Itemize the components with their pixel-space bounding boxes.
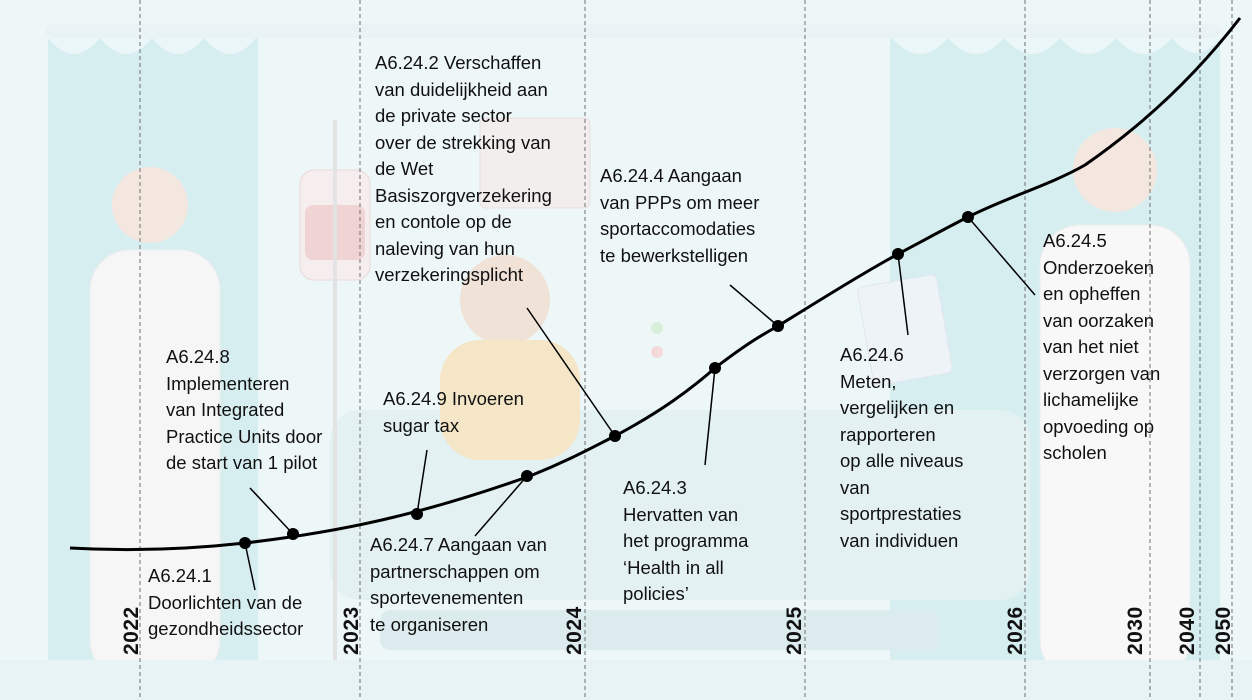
year-label-2022: 2022: [120, 606, 143, 655]
year-label-2040: 2040: [1176, 606, 1199, 655]
milestone-dot: [709, 362, 721, 374]
doctor-head: [1073, 128, 1157, 212]
milestone-dot: [521, 470, 533, 482]
milestone-dot: [239, 537, 251, 549]
year-label-2025: 2025: [783, 606, 806, 655]
milestone-connector: [416, 449, 428, 515]
milestone-label: A6.24.5 Onderzoeken en opheffen van oorz…: [1043, 230, 1161, 463]
milestone-label: A6.24.4 Aangaan van PPPs om meer sportac…: [600, 165, 760, 266]
growth-curve: [69, 17, 1242, 552]
milestone-dot: [287, 528, 299, 540]
nurse-head: [112, 167, 188, 243]
wall-monitor: [479, 117, 591, 209]
milestone-label: A6.24.8 Implementeren van Integrated Pra…: [166, 346, 323, 473]
milestone-label: A6.24.9 Invoeren sugar tax: [383, 388, 524, 436]
milestone-label: A6.24.6 Meten, vergelijken en rapportere…: [840, 344, 964, 551]
patient-head: [460, 255, 550, 345]
clipboard: [857, 274, 953, 386]
milestone-label: A6.24.3 Hervatten van het programma ‘Hea…: [623, 477, 749, 604]
milestone-dot: [609, 430, 621, 442]
milestone-dot: [962, 211, 974, 223]
year-label-2024: 2024: [563, 606, 586, 655]
milestone-connector: [967, 216, 1036, 296]
year-label-2023: 2023: [340, 606, 363, 655]
curtain-rail: [45, 24, 1220, 38]
milestone-connector: [249, 487, 294, 535]
milestone-dot: [772, 320, 784, 332]
milestone-label: A6.24.2 Verschaffen van duidelijkheid aa…: [375, 52, 552, 285]
milestone-dot: [892, 248, 904, 260]
milestone-connector: [526, 307, 616, 437]
milestone-label: A6.24.1 Doorlichten van de gezondheidsse…: [148, 565, 304, 639]
milestone-label: A6.24.7 Aangaan van partnerschappen om s…: [370, 534, 547, 635]
year-label-2026: 2026: [1004, 606, 1027, 655]
milestone-connector: [474, 475, 528, 537]
milestone-connector: [729, 284, 779, 327]
milestone-connector: [897, 253, 909, 336]
milestone-connector: [704, 367, 716, 466]
milestone-dot: [411, 508, 423, 520]
milestone-connector: [244, 542, 256, 591]
year-label-2050: 2050: [1212, 606, 1235, 655]
year-label-2030: 2030: [1124, 606, 1147, 655]
patient-body: [440, 340, 580, 460]
